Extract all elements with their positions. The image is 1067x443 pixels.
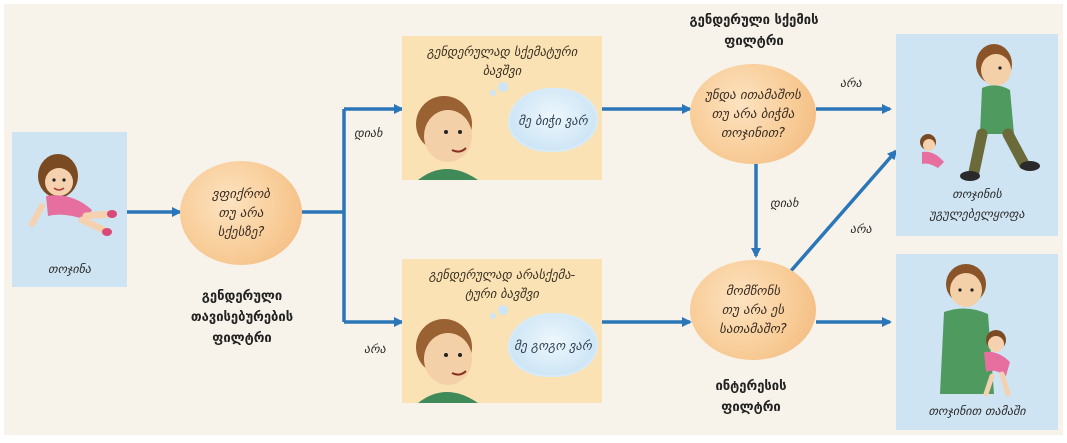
decision-think-about-gender: ვფიქრობ თუ არა სქესზე? — [180, 161, 302, 265]
decision-should-boy-play-doll: უნდა ითამაშოს თუ არა ბიჭმა თოჯინით? — [690, 64, 816, 164]
play-with-doll-caption: თოჯინით თამაში — [928, 404, 1026, 418]
doll-caption: თოჯინა — [47, 262, 92, 276]
decision3-text: მომწონს თუ არა ეს სათამაშო? — [719, 283, 787, 337]
thought-dot-3 — [490, 313, 496, 319]
boy-head-illustration — [416, 96, 478, 180]
aschematic-child-panel: გენდერულად არასქემა- ტური ბავშვი მე გოგო… — [402, 259, 602, 403]
edge-label-no-2: არა — [840, 76, 862, 90]
thought-boy-text: მე ბიჭი ვარ — [518, 112, 588, 128]
thought-dot-1 — [490, 90, 496, 96]
decision1-text: ვფიქრობ თუ არა სქესზე? — [211, 186, 271, 240]
boy-head-illustration-2 — [416, 319, 478, 403]
thought-dot-4 — [498, 305, 508, 315]
arrow-decision3-to-ignore — [788, 149, 898, 274]
boy-playing-doll-illustration — [940, 264, 1011, 397]
interest-filter-label: ინტერესის ფილტრი — [715, 379, 787, 415]
edge-label-yes-1: დიახ — [354, 126, 383, 140]
schematic-child-panel: გენდერულად სქემატური ბავშვი მე ბიჭი ვარ — [402, 36, 602, 180]
doll-illustration — [29, 154, 117, 236]
gender-typing-filter-label: გენდერული თავისებურების ფილტრი — [190, 289, 294, 346]
thought-bubble-boy: მე ბიჭი ვარ — [508, 88, 598, 152]
schematic-child-title: გენდერულად სქემატური ბავშვი — [426, 44, 578, 78]
gender-schema-diagram: თოჯინა ვფიქრობ თუ არა სქესზე? გენდერული … — [4, 4, 1063, 435]
flow-arrows — [127, 104, 898, 327]
thought-dot-2 — [498, 82, 508, 92]
thought-bubble-girl: მე გოგო ვარ — [508, 313, 598, 377]
boy-walking-illustration — [920, 44, 1040, 181]
play-with-doll-panel: თოჯინით თამაში — [896, 254, 1058, 430]
ignore-doll-caption: თოჯინის უგულებელყოფა — [929, 187, 1025, 221]
thought-girl-text: მე გოგო ვარ — [514, 337, 592, 353]
decision2-text: უნდა ითამაშოს თუ არა ბიჭმა თოჯინით? — [705, 87, 801, 141]
decision-do-i-like-toy: მომწონს თუ არა ეს სათამაშო? — [690, 260, 816, 360]
edge-label-no-1: არა — [364, 342, 386, 356]
edge-label-yes-2: დიახ — [770, 196, 799, 210]
aschematic-child-title: გენდერულად არასქემა- ტური ბავშვი — [428, 267, 576, 301]
gender-schema-filter-label: გენდერული სქემის ფილტრი — [689, 13, 819, 49]
edge-label-no-3: არა — [850, 222, 872, 236]
doll-panel: თოჯინა — [12, 132, 127, 287]
ignore-doll-panel: თოჯინის უგულებელყოფა — [896, 34, 1058, 236]
